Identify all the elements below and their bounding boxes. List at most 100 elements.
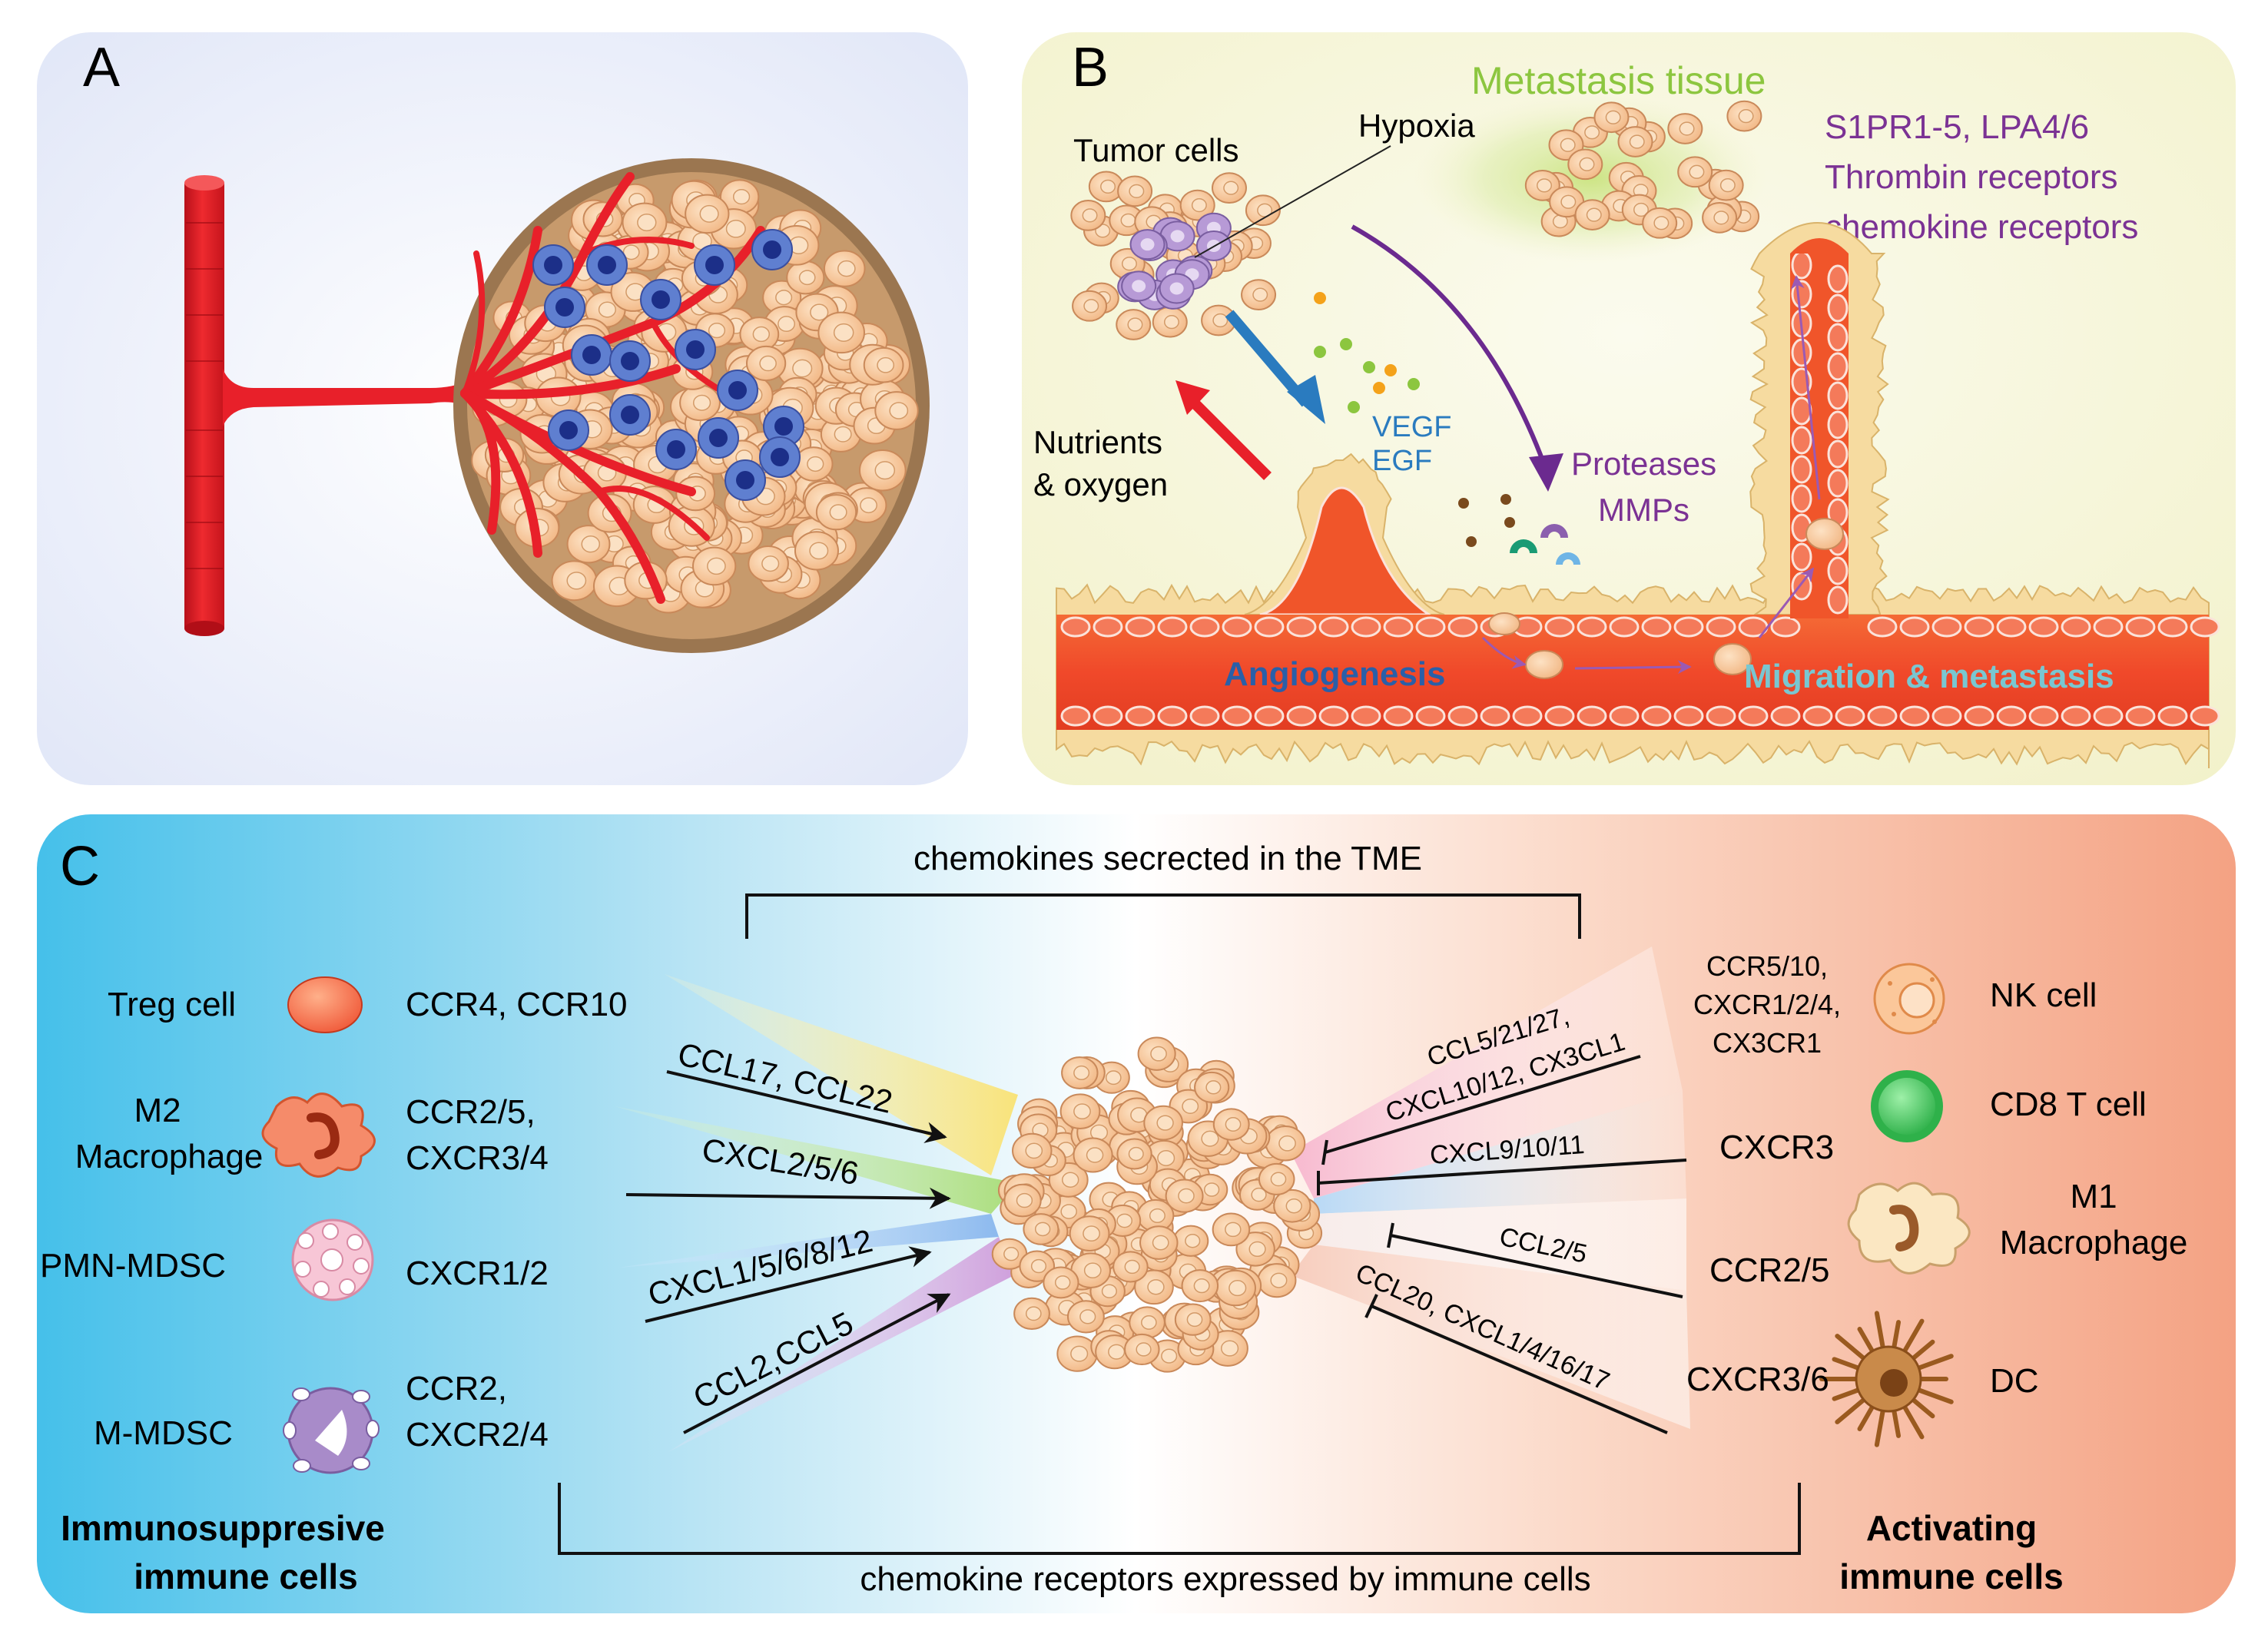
tumor-cell [1215, 1269, 1256, 1307]
hypoxia-label: Hypoxia [1358, 108, 1475, 144]
tumor-cell [1137, 1036, 1176, 1071]
metastasis-cells [1524, 100, 1762, 240]
hypoxic-cell [759, 436, 801, 478]
metastasis-tissue-label: Metastasis tissue [1471, 59, 1766, 102]
tumor-cell [1019, 1250, 1056, 1282]
hypoxic-cell [751, 229, 793, 270]
tumor-cell [1003, 1183, 1042, 1218]
right-inhibition-lines [1317, 1055, 1687, 1434]
tumor-cell [719, 179, 760, 214]
hypoxic-cell [544, 287, 585, 328]
bottom-bracket [558, 1483, 1801, 1555]
tumor-cell [1265, 1125, 1306, 1162]
nk-receptors-3: CX3CR1 [1713, 1027, 1822, 1059]
tumor-cell [1012, 1132, 1053, 1169]
tumor-cell [1116, 309, 1152, 340]
tumor-cell [858, 449, 907, 492]
tumor-cell [1235, 1232, 1275, 1267]
protease-arrow [1351, 224, 1547, 466]
tumor-cell [1567, 148, 1603, 181]
hypoxic-cell [571, 334, 612, 376]
hypoxic-cell [1129, 229, 1166, 260]
tumor-cell [1593, 101, 1630, 134]
vegf-label: VEGF [1372, 411, 1451, 443]
tumor-mass-center [991, 1036, 1323, 1373]
m2-macrophage: M2 Macrophage CCR2/5, CXCR3/4 [75, 1092, 549, 1178]
growth-factor-dots [1314, 292, 1420, 413]
dc-name: DC [1990, 1362, 2039, 1400]
oxygen-label: & oxygen [1033, 466, 1168, 502]
pmn-mdsc: PMN-MDSC CXCR1/2 [40, 1218, 549, 1301]
m1-macrophage: CCR2/5 M1 Macrophage [1709, 1178, 2187, 1289]
left-title-2: immune cells [134, 1556, 357, 1596]
hypoxic-cell [1159, 220, 1195, 252]
m-mdsc: M-MDSC CCR2, CXCR2/4 [94, 1370, 549, 1474]
left-arrows [625, 1070, 951, 1434]
tumor-cell [1677, 156, 1713, 188]
tumor-cell [1708, 169, 1744, 201]
tumor-cell [1124, 1333, 1160, 1366]
nk-cell-name: NK cell [1990, 976, 2097, 1014]
tumor-cell [685, 194, 730, 234]
nutrients-label: Nutrients [1033, 424, 1162, 460]
cd8-receptors: CXCR3 [1719, 1129, 1834, 1166]
panel-c-letter: C [60, 836, 100, 897]
nutrients-arrow [1187, 396, 1272, 480]
angiogenesis-label: Angiogenesis [1224, 655, 1446, 693]
tumor-cell [1072, 290, 1108, 322]
cd8-t-cell: CXCR3 CD8 T cell [1719, 1070, 2147, 1166]
tumor-cell [863, 346, 904, 383]
panel-a-letter: A [83, 37, 120, 98]
hypoxic-cell [532, 244, 574, 286]
m2-receptors-1: CCR2/5, [406, 1093, 536, 1131]
receptor-line-2: Thrombin receptors [1825, 158, 2117, 196]
tumor-cell [817, 311, 865, 354]
m2-receptors-2: CXCR3/4 [406, 1139, 549, 1177]
tumor-cell [1245, 194, 1281, 227]
hypoxia-pointer [1194, 145, 1391, 258]
tumor-cell [1066, 1300, 1105, 1334]
panel-a: A [37, 32, 968, 785]
tumor-cell [815, 494, 857, 531]
m2-name-2: Macrophage [75, 1138, 264, 1175]
right-chemokine-wedges [1291, 946, 1690, 1429]
tumor-cell [1117, 175, 1153, 207]
left-cell-group: Treg cell CCR4, CCR10 M2 Macrophage CCR2… [40, 976, 628, 1474]
hypoxic-cell [1159, 273, 1195, 304]
tumor-cell [745, 345, 787, 382]
tumor-cell [794, 446, 834, 482]
tumor-cell [1212, 1212, 1251, 1247]
dendritic-cell: CXCR3/6 DC [1686, 1311, 2039, 1447]
panel-b: B Metastasis tissue Tumor cells Hypoxia … [1022, 32, 2236, 785]
hypoxic-cell [698, 417, 739, 459]
tumor-cell [1212, 1108, 1250, 1141]
top-bracket [745, 893, 1581, 939]
tumor-cell [1061, 1056, 1099, 1089]
nk-receptors-1: CCR5/10, [1706, 950, 1828, 982]
hypoxic-cell [548, 409, 589, 451]
hypoxic-cell [609, 394, 651, 436]
tumor-cell [823, 250, 866, 287]
m-mdsc-receptors-2: CXCR2/4 [406, 1416, 549, 1454]
hypoxic-cell [609, 340, 651, 382]
tumor-cell [1524, 169, 1560, 201]
migrating-cells [1488, 518, 1844, 679]
receptor-line-3: chemokine receptors [1825, 208, 2138, 246]
tumor-cell [1143, 1105, 1183, 1141]
tumor-cell [1070, 1252, 1112, 1288]
tumor-cell [1174, 1303, 1212, 1336]
tumor-cell [1129, 1306, 1166, 1339]
proteases-label: Proteases [1571, 446, 1716, 482]
tumor-cell [1574, 199, 1610, 230]
tumor-cell [1241, 279, 1277, 311]
tumor-cell [1258, 1162, 1295, 1195]
pmn-mdsc-name: PMN-MDSC [40, 1247, 226, 1285]
tumor-cell [1211, 172, 1247, 204]
tumor-cell [1257, 1263, 1297, 1298]
hypoxic-cell [717, 370, 758, 411]
tumor-cell [794, 531, 839, 571]
treg-cell: Treg cell CCR4, CCR10 [108, 976, 628, 1033]
panel-b-letter: B [1072, 37, 1109, 98]
